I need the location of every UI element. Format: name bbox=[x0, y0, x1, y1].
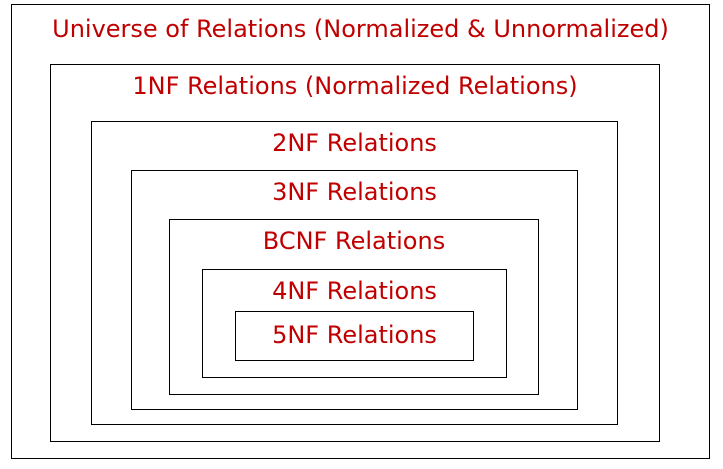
2nf-box: 2NF Relations bbox=[91, 121, 618, 425]
universe-label: Universe of Relations (Normalized & Unno… bbox=[52, 15, 669, 43]
bcnf-label: BCNF Relations bbox=[262, 227, 446, 255]
5nf-box: 5NF Relations bbox=[235, 311, 474, 361]
1nf-label: 1NF Relations (Normalized Relations) bbox=[132, 72, 578, 100]
4nf-label: 4NF Relations bbox=[272, 277, 437, 305]
1nf-box: 1NF Relations (Normalized Relations) bbox=[50, 64, 660, 442]
3nf-label: 3NF Relations bbox=[272, 178, 437, 206]
bcnf-box: BCNF Relations bbox=[169, 219, 539, 395]
5nf-label: 5NF Relations bbox=[272, 321, 437, 349]
3nf-box: 3NF Relations bbox=[131, 170, 578, 410]
2nf-label: 2NF Relations bbox=[272, 129, 437, 157]
4nf-box: 4NF Relations bbox=[202, 269, 507, 378]
universe-box: Universe of Relations (Normalized & Unno… bbox=[11, 4, 710, 459]
